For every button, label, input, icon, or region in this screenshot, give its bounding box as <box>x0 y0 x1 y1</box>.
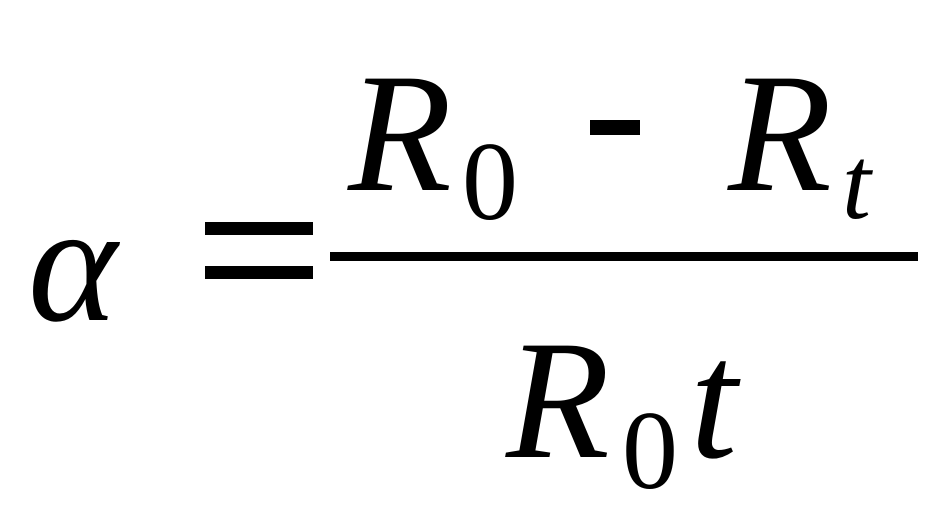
numerator-r0-base: R <box>348 39 452 227</box>
equals-sign-bottom-bar <box>205 266 313 279</box>
numerator-minus-sign <box>590 120 640 135</box>
equals-sign-top-bar <box>205 222 313 235</box>
numerator-rt-subscript: t <box>842 126 871 241</box>
alpha-symbol: α <box>28 169 118 357</box>
denominator-t: t <box>690 306 738 494</box>
fraction-bar <box>330 252 918 261</box>
numerator-rt-base: R <box>728 39 832 227</box>
numerator-r0-subscript: 0 <box>462 120 518 244</box>
denominator-r0-subscript: 0 <box>622 389 678 513</box>
denominator-r0-base: R <box>506 306 610 494</box>
